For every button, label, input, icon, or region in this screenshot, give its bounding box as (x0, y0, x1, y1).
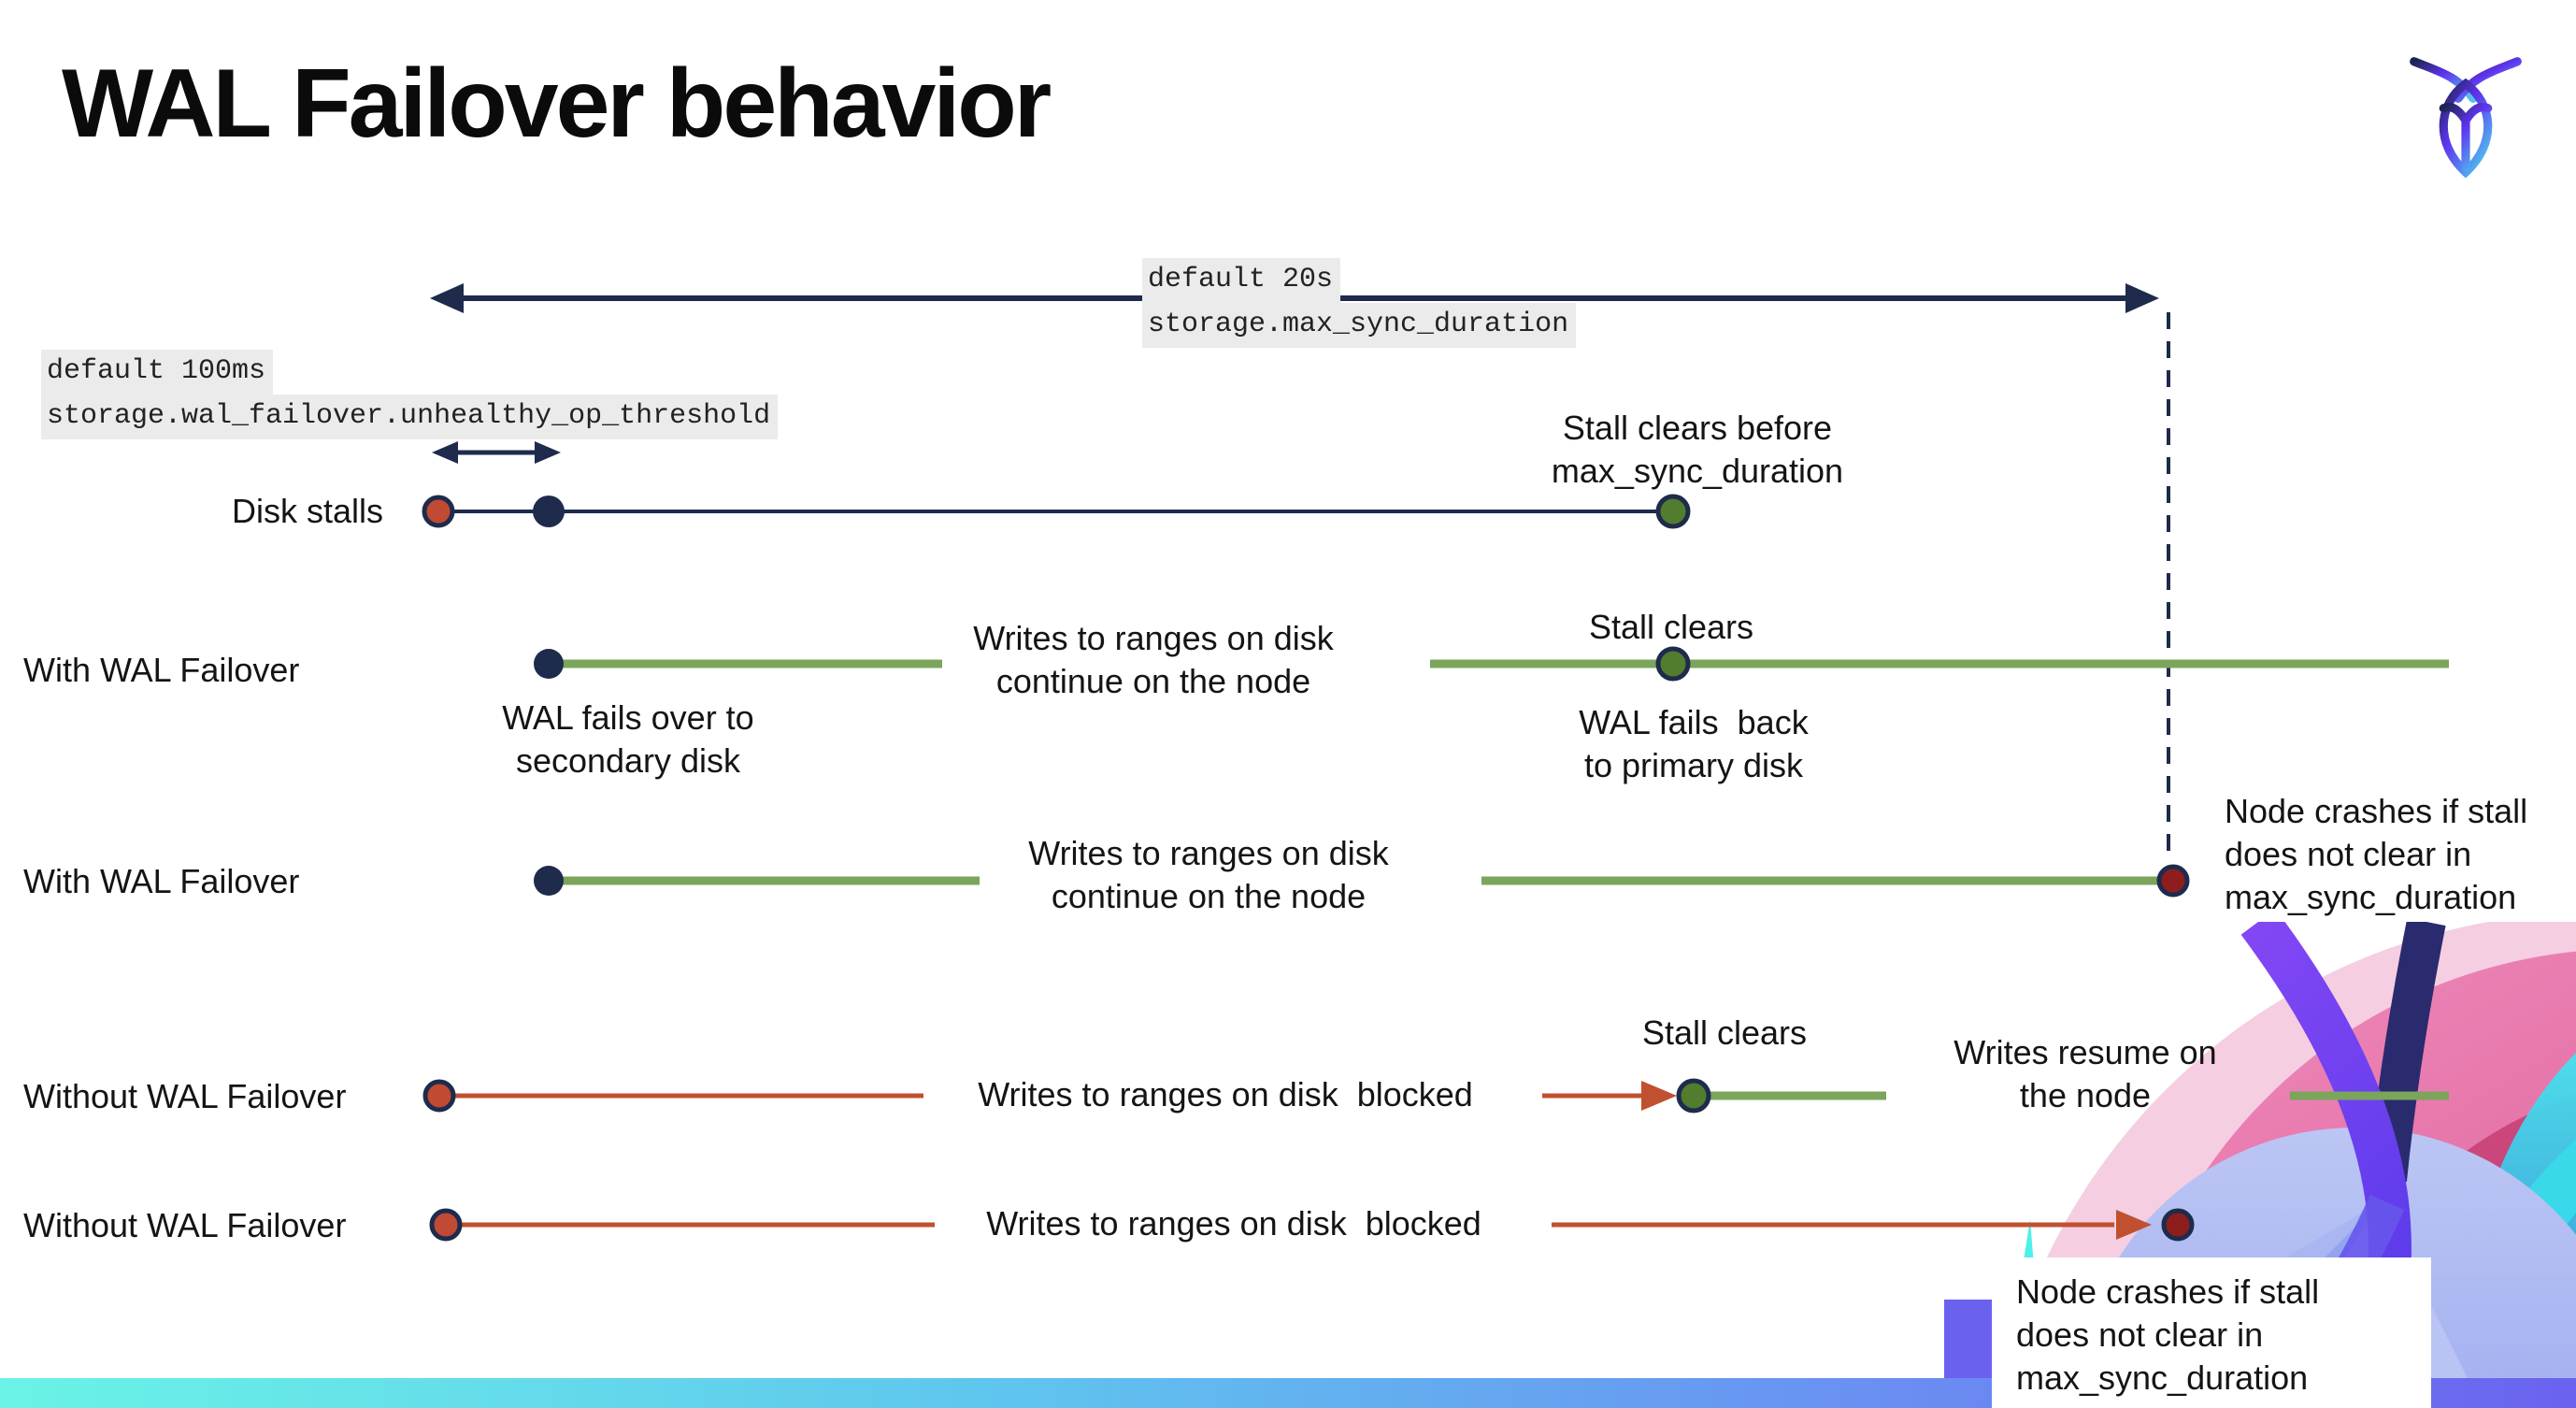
threshold-dot (533, 496, 565, 527)
arrowhead-right-icon (2125, 283, 2159, 313)
annotation-wal-fails-back: WAL fails back to primary disk (1579, 703, 1809, 784)
row-label-without-wal-failover-2: Without WAL Failover (23, 1206, 347, 1244)
crash-callout-text: Node crashes if stall does not clear in … (2016, 1272, 2320, 1397)
arrowhead-right-icon (535, 441, 561, 464)
row-label-with-wal-failover-1: With WAL Failover (23, 651, 300, 689)
annotation-stall-clears-before: Stall clears before max_sync_duration (1551, 409, 1844, 490)
row-with-wal-failover-1 (534, 646, 2449, 682)
stall-start-dot (422, 495, 455, 528)
setting-default-value: default 20s (1142, 258, 1341, 303)
crash-callout-box: Node crashes if stall does not clear in … (1992, 1257, 2431, 1408)
crash-dot (2161, 1208, 2195, 1242)
page-title: WAL Failover behavior (62, 50, 1052, 158)
cockroachdb-logo-icon (2410, 57, 2522, 179)
annotation-stall-clears-2: Stall clears (1641, 1013, 1808, 1052)
arrowhead-left-icon (430, 283, 464, 313)
stall-start-dot (422, 1079, 456, 1113)
stall-start-dot (429, 1208, 463, 1242)
setting-name: storage.max_sync_duration (1142, 303, 1577, 348)
annotation-writes-blocked-2: Writes to ranges on disk blocked (986, 1204, 1481, 1243)
annotation-writes-resume: Writes resume on the node (1953, 1033, 2217, 1114)
annotation-node-crashes-1: Node crashes if stall does not clear in … (2225, 792, 2528, 916)
stall-clear-dot (1655, 646, 1691, 682)
crash-dot (2156, 864, 2190, 898)
art-teal-leaf (2450, 1053, 2576, 1408)
annotation-wal-fails-over: WAL fails over to secondary disk (502, 698, 754, 780)
red-arrowhead-icon (2116, 1210, 2152, 1240)
unhealthy-op-threshold-setting: default 100ms storage.wal_failover.unhea… (41, 350, 779, 439)
art-teal-arc (2438, 1139, 2576, 1408)
setting-default-value: default 100ms (41, 350, 274, 395)
failover-dot (534, 866, 564, 896)
annotation-writes-continue-1: Writes to ranges on disk continue on the… (973, 619, 1334, 700)
unhealthy-op-threshold-arrow (432, 441, 561, 464)
annotation-writes-continue-2: Writes to ranges on disk continue on the… (1028, 834, 1389, 915)
row-label-with-wal-failover-2: With WAL Failover (23, 862, 300, 900)
row-label-disk-stalls: Disk stalls (231, 492, 383, 530)
stall-clear-dot (1676, 1078, 1711, 1113)
annotation-stall-clears-1: Stall clears (1588, 608, 1754, 646)
art-dark-band (2368, 922, 2446, 1183)
failover-dot (534, 649, 564, 679)
row-label-without-wal-failover-1: Without WAL Failover (23, 1077, 347, 1115)
row-disk-stalls (422, 494, 1691, 529)
max-sync-duration-setting: default 20s storage.max_sync_duration (1142, 258, 1577, 348)
annotation-writes-blocked-1: Writes to ranges on disk blocked (978, 1075, 1473, 1113)
stall-clear-dot (1655, 494, 1691, 529)
setting-name: storage.wal_failover.unhealthy_op_thresh… (41, 395, 779, 439)
red-arrowhead-icon (1641, 1081, 1677, 1111)
arrowhead-left-icon (432, 441, 458, 464)
